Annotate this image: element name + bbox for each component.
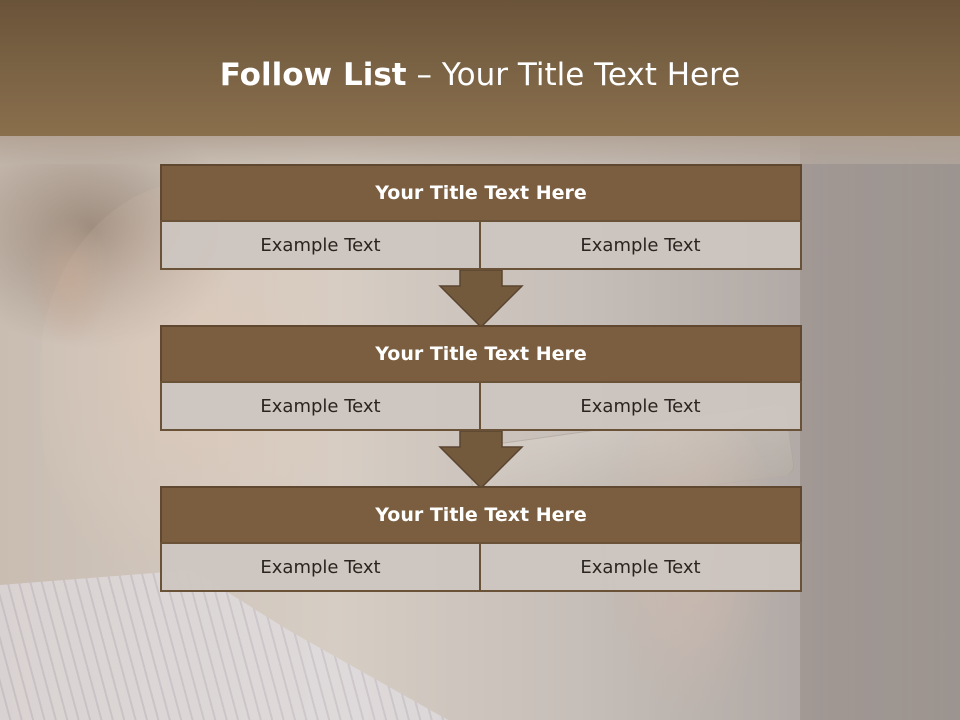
block-cell-right: Example Text [479, 542, 802, 592]
down-arrow-icon [438, 270, 524, 328]
title-rest: Your Title Text Here [441, 57, 741, 93]
block-cell-right: Example Text [479, 220, 802, 270]
header-bar [0, 0, 960, 136]
background-ear [30, 215, 110, 345]
block-title: Your Title Text Here [160, 164, 802, 222]
block-cell-right: Example Text [479, 381, 802, 431]
title-separator: – [406, 57, 442, 93]
title-bold: Follow List [219, 57, 407, 93]
block-cell-left: Example Text [160, 542, 481, 592]
header-strip [0, 136, 960, 164]
block-cell-left: Example Text [160, 220, 481, 270]
down-arrow-icon [438, 431, 524, 489]
background-doorway [800, 136, 960, 720]
block-cell-left: Example Text [160, 381, 481, 431]
block-title: Your Title Text Here [160, 325, 802, 383]
block-title: Your Title Text Here [160, 486, 802, 544]
slide-title: Follow List – Your Title Text Here [0, 52, 960, 98]
